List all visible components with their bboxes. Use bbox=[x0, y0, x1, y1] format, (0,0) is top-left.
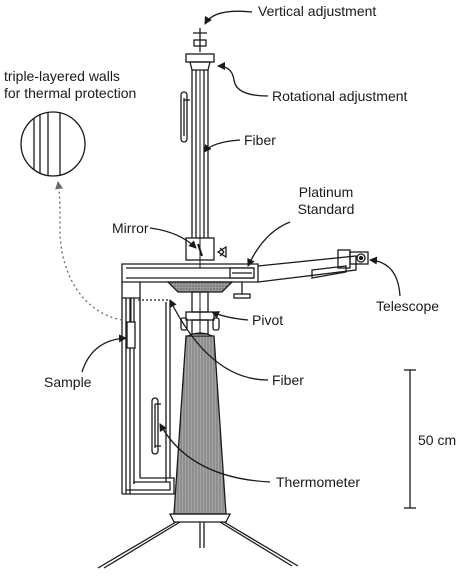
rotational-adjustment-head bbox=[185, 53, 215, 71]
arrow-fiber-top bbox=[203, 139, 241, 153]
magnifier-leader bbox=[55, 181, 123, 321]
label-fiber-bottom: Fiber bbox=[272, 372, 304, 388]
arrow-mirror bbox=[149, 227, 197, 249]
arrow-telescope bbox=[369, 256, 401, 297]
label-scale-bar: 50 cm bbox=[418, 432, 457, 448]
telescope-arm bbox=[257, 249, 369, 283]
arrow-vertical-adjustment bbox=[204, 10, 253, 25]
label-platinum-line1: Platinum bbox=[298, 184, 354, 200]
label-walls-line2: for thermal protection bbox=[4, 85, 137, 101]
arrow-rotational-adjustment bbox=[217, 62, 269, 97]
label-telescope: Telescope bbox=[376, 298, 440, 314]
upper-fiber-tube bbox=[191, 70, 209, 268]
tripod-base bbox=[97, 513, 299, 569]
upper-thermometer bbox=[180, 91, 190, 143]
label-vertical-adjustment: Vertical adjustment bbox=[258, 3, 377, 19]
arrow-sample bbox=[81, 334, 127, 373]
label-walls-line1: triple-layered walls bbox=[4, 68, 120, 84]
label-sample: Sample bbox=[44, 374, 92, 390]
lower-thermometer bbox=[151, 397, 161, 455]
pivot-mount bbox=[166, 281, 234, 335]
arrow-pivot bbox=[211, 311, 249, 321]
label-platinum-line2: Standard bbox=[297, 201, 355, 217]
platinum-standard bbox=[229, 267, 255, 279]
label-thermometer: Thermometer bbox=[276, 474, 361, 490]
label-pivot: Pivot bbox=[252, 312, 284, 328]
wall-detail-magnifier bbox=[20, 111, 86, 177]
vertical-adjustment-screw bbox=[193, 28, 207, 52]
arrow-fiber-bottom bbox=[169, 299, 269, 381]
adjustment-knob bbox=[233, 282, 251, 299]
label-mirror: Mirror bbox=[112, 220, 149, 236]
scale-bar bbox=[404, 369, 416, 509]
arrow-platinum-standard bbox=[247, 221, 291, 267]
sample-tube bbox=[121, 282, 175, 495]
mirror-chamber bbox=[185, 237, 227, 261]
label-fiber-top: Fiber bbox=[244, 132, 276, 148]
tapered-column bbox=[173, 332, 227, 515]
arrow-thermometer bbox=[159, 423, 271, 483]
label-rotational-adjustment: Rotational adjustment bbox=[272, 88, 408, 104]
